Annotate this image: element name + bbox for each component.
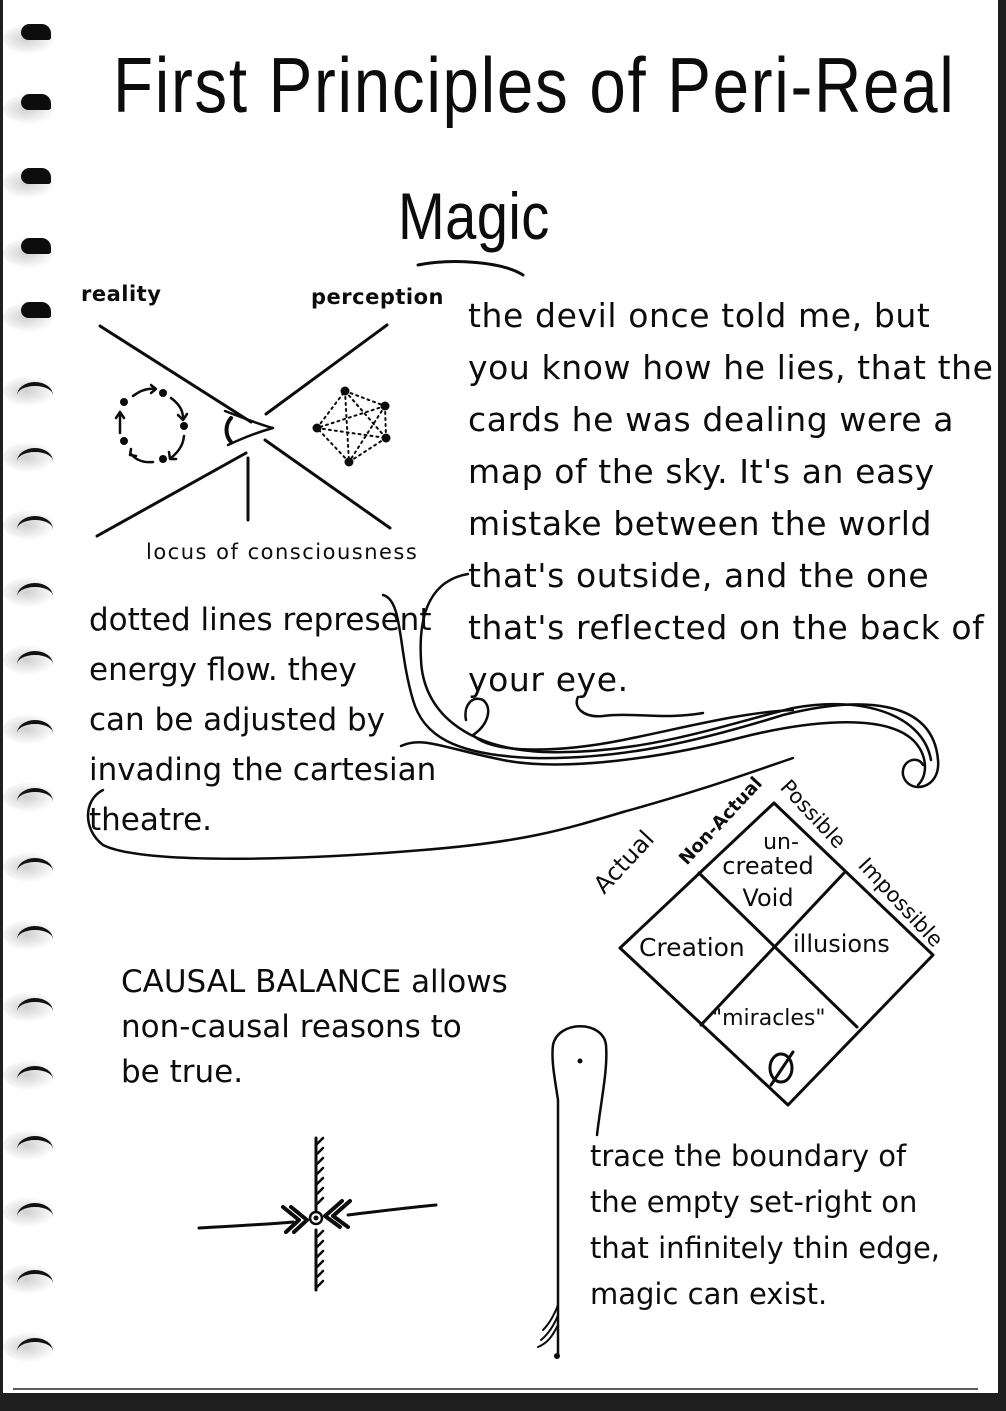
perception-diagram-lines	[95, 323, 392, 538]
binding-hole	[3, 990, 59, 1024]
dotted-lines-note: dotted lines represent energy flow. they…	[89, 595, 436, 845]
note-line: non-causal reasons to	[121, 1009, 462, 1045]
passage-line: that's outside, and the one	[468, 556, 930, 595]
passage-line: mistake between the world	[468, 504, 933, 543]
binding-hole	[3, 440, 59, 474]
devil-passage: the devil once told me, but you know how…	[468, 290, 994, 706]
cycle-circle-icon	[114, 383, 189, 464]
label-locus-of-consciousness: locus of consciousness	[146, 540, 419, 564]
label-reality: reality	[81, 282, 162, 306]
passage-line: cards he was dealing were a	[468, 400, 955, 439]
binding-hole	[3, 1330, 59, 1364]
page-title-line-1: First Principles of Peri-Real	[113, 41, 956, 129]
binding-hole	[3, 643, 59, 677]
passage-line: that infinitely thin edge,	[590, 1231, 941, 1265]
modal-square-diagram	[618, 801, 935, 1107]
binding-hole	[3, 575, 59, 609]
passage-line: map of the sky. It's an easy	[468, 452, 935, 491]
spiral-binding-marks	[3, 0, 73, 1393]
binding-hole	[3, 1195, 59, 1229]
passage-line: trace the boundary of	[590, 1139, 907, 1173]
binding-hole	[3, 850, 59, 884]
cell-miracles: "miracles"	[712, 1006, 826, 1031]
causal-balance-note: CAUSAL BALANCE allows non-causal reasons…	[121, 960, 508, 1095]
note-line: invading the cartesian	[89, 752, 437, 788]
note-line: CAUSAL BALANCE allows	[121, 964, 508, 1000]
binding-hole	[3, 1058, 59, 1092]
cell-line: un-	[763, 830, 799, 855]
binding-hole	[3, 236, 59, 270]
page-bottom-edge	[13, 1388, 978, 1390]
cell-uncreated-void: un-	[751, 828, 811, 858]
binding-hole	[3, 300, 59, 334]
note-line: energy flow. they	[89, 652, 357, 688]
passage-line: the devil once told me, but	[468, 296, 931, 335]
title-underline-swash	[416, 260, 525, 277]
passage-line: the empty set-right on	[590, 1185, 918, 1219]
tall-loop-icon	[537, 1025, 608, 1359]
binding-hole	[3, 166, 59, 200]
trace-passage: trace the boundary of the empty set-righ…	[590, 1133, 940, 1317]
passage-line: magic can exist.	[590, 1277, 828, 1311]
cell-line: Void	[742, 884, 794, 912]
converging-arrows-icon	[197, 1136, 438, 1292]
cell-line: created	[722, 852, 814, 880]
label-perception: perception	[311, 285, 444, 309]
binding-hole	[3, 508, 59, 542]
ink-drawings	[86, 260, 940, 1359]
binding-hole	[3, 1128, 59, 1162]
note-line: dotted lines represent	[89, 602, 432, 638]
eye-icon	[223, 409, 275, 447]
passage-line: that's reflected on the back of	[468, 608, 985, 647]
passage-line: you know how he lies, that the	[468, 348, 994, 387]
flowing-tendrils	[86, 572, 940, 860]
notebook-page: First Principles of Peri-Real Magic real…	[3, 0, 998, 1393]
page-title-line-2: Magic	[398, 179, 550, 253]
cell-creation: Creation	[639, 933, 745, 962]
dotted-network-icon	[316, 390, 387, 463]
binding-hole	[3, 780, 59, 814]
cell-illusions: illusions	[793, 930, 890, 958]
binding-hole	[3, 918, 59, 952]
cell-uncreated-void-body: created Void	[713, 850, 823, 914]
binding-hole	[3, 712, 59, 746]
empty-set-icon	[768, 1050, 795, 1087]
note-line: can be adjusted by	[89, 702, 386, 738]
binding-hole	[3, 92, 59, 126]
binding-hole	[3, 1262, 59, 1296]
binding-hole	[3, 374, 59, 408]
passage-line: your eye.	[468, 660, 629, 699]
binding-hole	[3, 22, 59, 56]
note-line: theatre.	[89, 802, 213, 838]
note-line: be true.	[121, 1054, 244, 1090]
network-nodes	[312, 386, 391, 467]
